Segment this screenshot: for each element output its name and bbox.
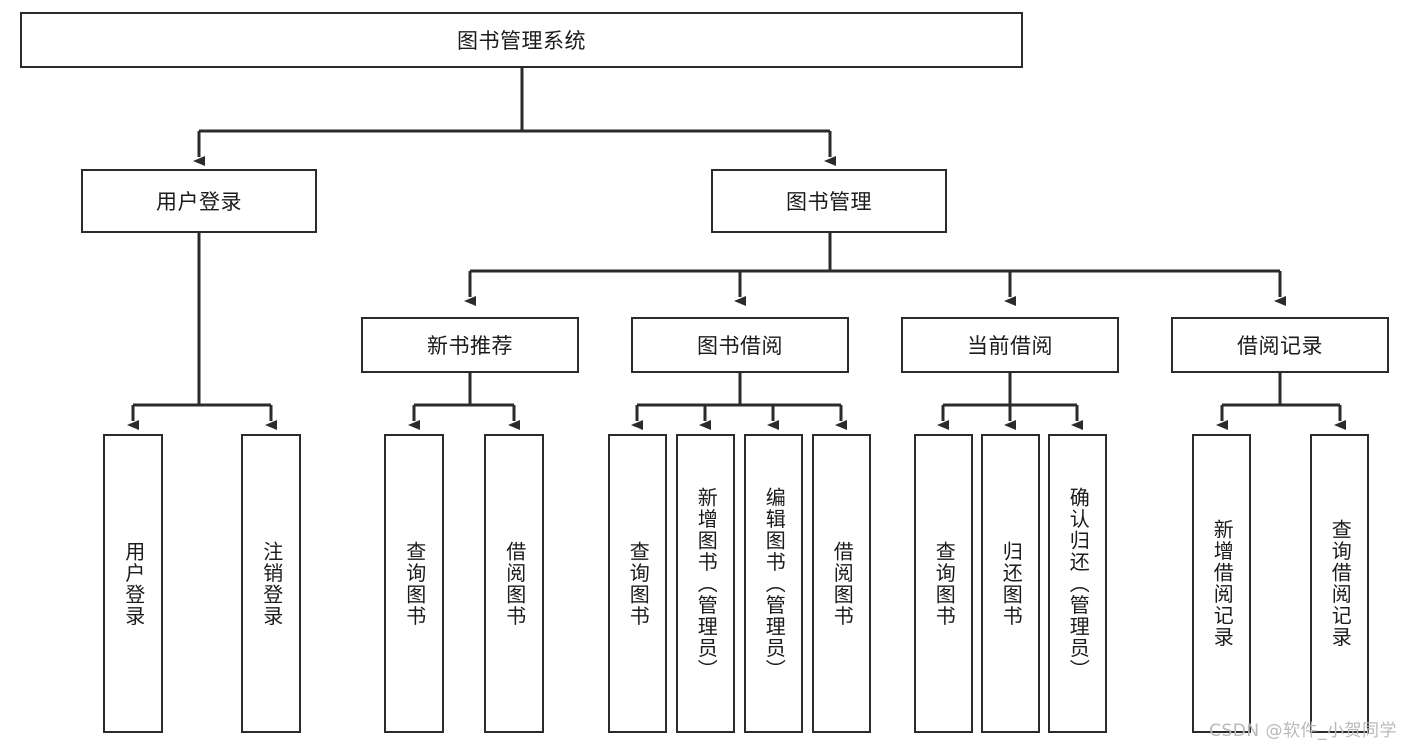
node-new-book-recommend[interactable]: 新书推荐 [361, 317, 579, 373]
node-book-borrow-label: 图书借阅 [697, 334, 783, 358]
node-leaf-confirm-return-label: 确认归还（管理员） [1066, 486, 1091, 681]
node-leaf-user-login[interactable]: 用户登录 [103, 434, 163, 733]
node-leaf-add-book-label: 新增图书（管理员） [694, 486, 719, 681]
node-root-label: 图书管理系统 [457, 29, 586, 53]
node-leaf-add-record[interactable]: 新增借阅记录 [1192, 434, 1251, 733]
node-leaf-query-record-label: 查询借阅记录 [1328, 519, 1353, 648]
node-current-borrow[interactable]: 当前借阅 [901, 317, 1119, 373]
node-leaf-confirm-return[interactable]: 确认归还（管理员） [1048, 434, 1107, 733]
node-leaf-add-book[interactable]: 新增图书（管理员） [676, 434, 735, 733]
node-book-manage[interactable]: 图书管理 [711, 169, 947, 233]
node-leaf-user-login-label: 用户登录 [121, 540, 146, 627]
node-leaf-return-book-label: 归还图书 [999, 540, 1024, 627]
node-leaf-query-book-2[interactable]: 查询图书 [608, 434, 667, 733]
node-leaf-logout-login-label: 注销登录 [259, 540, 284, 627]
node-root[interactable]: 图书管理系统 [20, 12, 1023, 68]
node-book-borrow[interactable]: 图书借阅 [631, 317, 849, 373]
node-leaf-query-record[interactable]: 查询借阅记录 [1310, 434, 1369, 733]
node-leaf-query-book-3-label: 查询图书 [932, 540, 957, 627]
node-user-login-label: 用户登录 [156, 190, 242, 214]
node-leaf-borrow-book-2-label: 借阅图书 [830, 540, 855, 627]
node-leaf-edit-book[interactable]: 编辑图书（管理员） [744, 434, 803, 733]
node-book-manage-label: 图书管理 [786, 190, 872, 214]
node-leaf-borrow-book-2[interactable]: 借阅图书 [812, 434, 871, 733]
node-leaf-add-record-label: 新增借阅记录 [1210, 519, 1235, 648]
node-leaf-return-book[interactable]: 归还图书 [981, 434, 1040, 733]
node-leaf-edit-book-label: 编辑图书（管理员） [762, 486, 787, 681]
node-leaf-query-book-2-label: 查询图书 [626, 540, 651, 627]
node-leaf-query-book-1[interactable]: 查询图书 [384, 434, 444, 733]
node-leaf-query-book-3[interactable]: 查询图书 [914, 434, 973, 733]
node-user-login[interactable]: 用户登录 [81, 169, 317, 233]
node-new-book-recommend-label: 新书推荐 [427, 334, 513, 358]
node-borrow-record[interactable]: 借阅记录 [1171, 317, 1389, 373]
node-leaf-query-book-1-label: 查询图书 [402, 540, 427, 627]
node-leaf-borrow-book-1-label: 借阅图书 [502, 540, 527, 627]
node-leaf-logout-login[interactable]: 注销登录 [241, 434, 301, 733]
node-leaf-borrow-book-1[interactable]: 借阅图书 [484, 434, 544, 733]
node-current-borrow-label: 当前借阅 [967, 334, 1053, 358]
node-borrow-record-label: 借阅记录 [1237, 334, 1323, 358]
